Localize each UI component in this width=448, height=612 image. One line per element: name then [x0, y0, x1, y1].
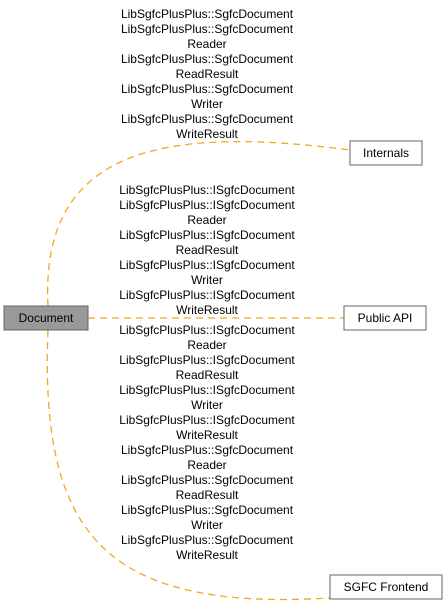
edge-label-line: LibSgfcPlusPlus::SgfcDocument	[121, 52, 294, 66]
edge-label-line: LibSgfcPlusPlus::ISgfcDocument	[119, 353, 295, 367]
edge-label-line: WriteResult	[176, 428, 238, 442]
node-internals-label: Internals	[363, 146, 409, 160]
edge-label-line: Writer	[191, 273, 223, 287]
edge-label-line: ReadResult	[176, 67, 239, 81]
edge-label-line: LibSgfcPlusPlus::ISgfcDocument	[119, 288, 295, 302]
edge-label-line: LibSgfcPlusPlus::SgfcDocument	[121, 112, 294, 126]
edge-label-line: LibSgfcPlusPlus::ISgfcDocument	[119, 413, 295, 427]
node-public-api[interactable]: Public API	[343, 305, 427, 331]
edge-label-line: LibSgfcPlusPlus::ISgfcDocument	[119, 323, 295, 337]
node-sgfc-frontend-label: SGFC Frontend	[344, 580, 429, 594]
edge-label-line: LibSgfcPlusPlus::SgfcDocument	[121, 22, 294, 36]
edge-label-line: LibSgfcPlusPlus::SgfcDocument	[121, 82, 294, 96]
edge-label-line: Reader	[187, 338, 226, 352]
edge-label-line: WriteResult	[176, 303, 238, 317]
edge-label-line: WriteResult	[176, 548, 238, 562]
node-document[interactable]: Document	[3, 305, 89, 331]
edge-label-line: LibSgfcPlusPlus::SgfcDocument	[121, 443, 294, 457]
edge-label-line: WriteResult	[176, 127, 238, 141]
edge-label-line: LibSgfcPlusPlus::ISgfcDocument	[119, 383, 295, 397]
edge-label-line: ReadResult	[176, 243, 239, 257]
edge-label-line: LibSgfcPlusPlus::ISgfcDocument	[119, 198, 295, 212]
edge-label-line: LibSgfcPlusPlus::ISgfcDocument	[119, 228, 295, 242]
edge-document-sgfc-frontend	[46, 329, 331, 601]
edge-label-line: LibSgfcPlusPlus::ISgfcDocument	[119, 258, 295, 272]
edge-label-internals: LibSgfcPlusPlus::SgfcDocumentLibSgfcPlus…	[121, 7, 294, 141]
node-public-api-label: Public API	[358, 311, 413, 325]
edge-label-line: Writer	[191, 518, 223, 532]
edge-label-public-api: LibSgfcPlusPlus::ISgfcDocumentLibSgfcPlu…	[119, 183, 295, 317]
node-document-label: Document	[19, 311, 74, 325]
edge-label-line: ReadResult	[176, 488, 239, 502]
edge-label-line: Reader	[187, 458, 226, 472]
edge-label-line: LibSgfcPlusPlus::SgfcDocument	[121, 503, 294, 517]
edge-label-line: Writer	[191, 97, 223, 111]
edge-label-line: Reader	[187, 213, 226, 227]
edge-label-line: LibSgfcPlusPlus::SgfcDocument	[121, 533, 294, 547]
node-internals[interactable]: Internals	[349, 140, 423, 166]
edge-label-line: LibSgfcPlusPlus::ISgfcDocument	[119, 183, 295, 197]
node-sgfc-frontend[interactable]: SGFC Frontend	[329, 574, 443, 600]
edge-label-line: ReadResult	[176, 368, 239, 382]
edge-label-line: Writer	[191, 398, 223, 412]
edge-label-line: LibSgfcPlusPlus::SgfcDocument	[121, 473, 294, 487]
edge-label-sgfc-frontend: LibSgfcPlusPlus::ISgfcDocumentReaderLibS…	[119, 323, 295, 562]
edge-label-line: LibSgfcPlusPlus::SgfcDocument	[121, 7, 294, 21]
edge-label-line: Reader	[187, 37, 226, 51]
